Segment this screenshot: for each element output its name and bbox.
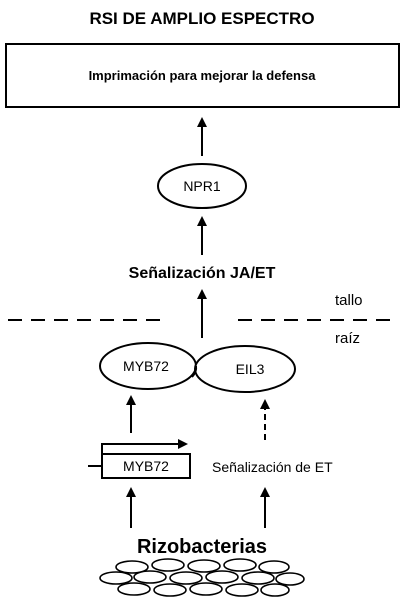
npr1-node	[157, 163, 247, 209]
transcription-start-arrow	[101, 439, 188, 454]
myb72-protein-overlap-edge	[191, 365, 198, 378]
eil3-label: EIL3	[236, 361, 265, 377]
diagram-title: RSI DE AMPLIO ESPECTRO	[89, 9, 314, 28]
rhizobacteria-label: Rizobacterias	[137, 536, 267, 558]
defense-priming-label: Imprimación para mejorar la defensa	[89, 68, 317, 83]
myb72-protein-label: MYB72	[123, 358, 169, 374]
defense-priming-box	[5, 43, 400, 108]
stem-label: tallo	[335, 292, 363, 309]
myb72-gene-box	[101, 453, 191, 479]
root-label: raíz	[335, 330, 360, 347]
et-signaling-label: Señalización de ET	[212, 459, 333, 475]
npr1-label: NPR1	[183, 178, 221, 194]
myb72-gene-label: MYB72	[123, 458, 169, 474]
eil3-node	[194, 345, 296, 393]
bacteria-cluster-icon	[99, 558, 305, 597]
ja-et-signaling-label: Señalización JA/ET	[129, 265, 276, 282]
